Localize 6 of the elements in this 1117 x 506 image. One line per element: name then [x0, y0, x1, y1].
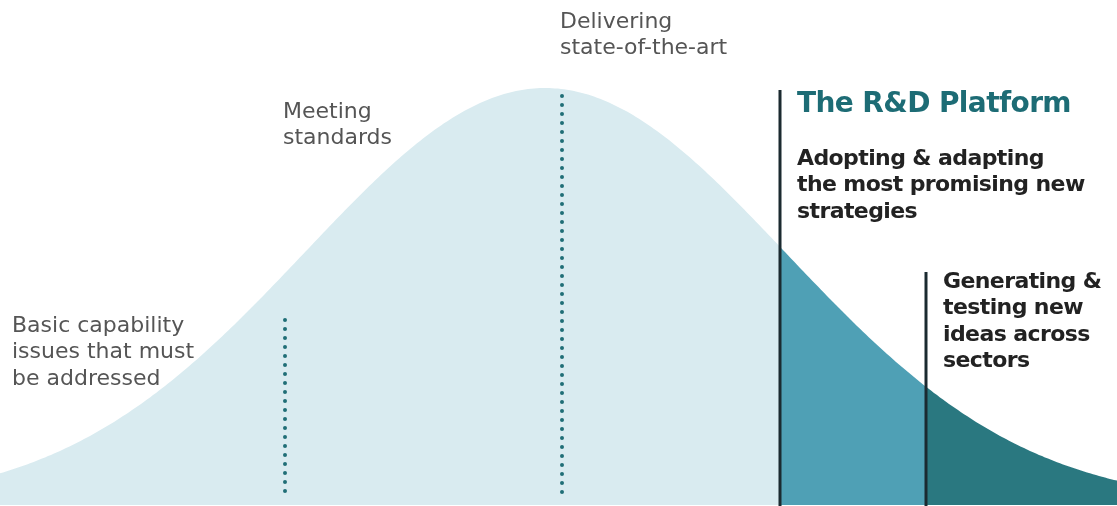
stage-label: Delivering state-of-the-art	[560, 8, 729, 61]
stage-label: Meeting standards	[283, 98, 394, 151]
platform-heading: The R&D Platform	[797, 86, 1072, 120]
stage-label: Basic capability issues that must be addressed	[12, 312, 196, 392]
stage-description: Generating & testing new ideas across sectors	[943, 268, 1103, 374]
stage-description: Adopting & adapting the most promising new strategies	[797, 145, 1086, 225]
